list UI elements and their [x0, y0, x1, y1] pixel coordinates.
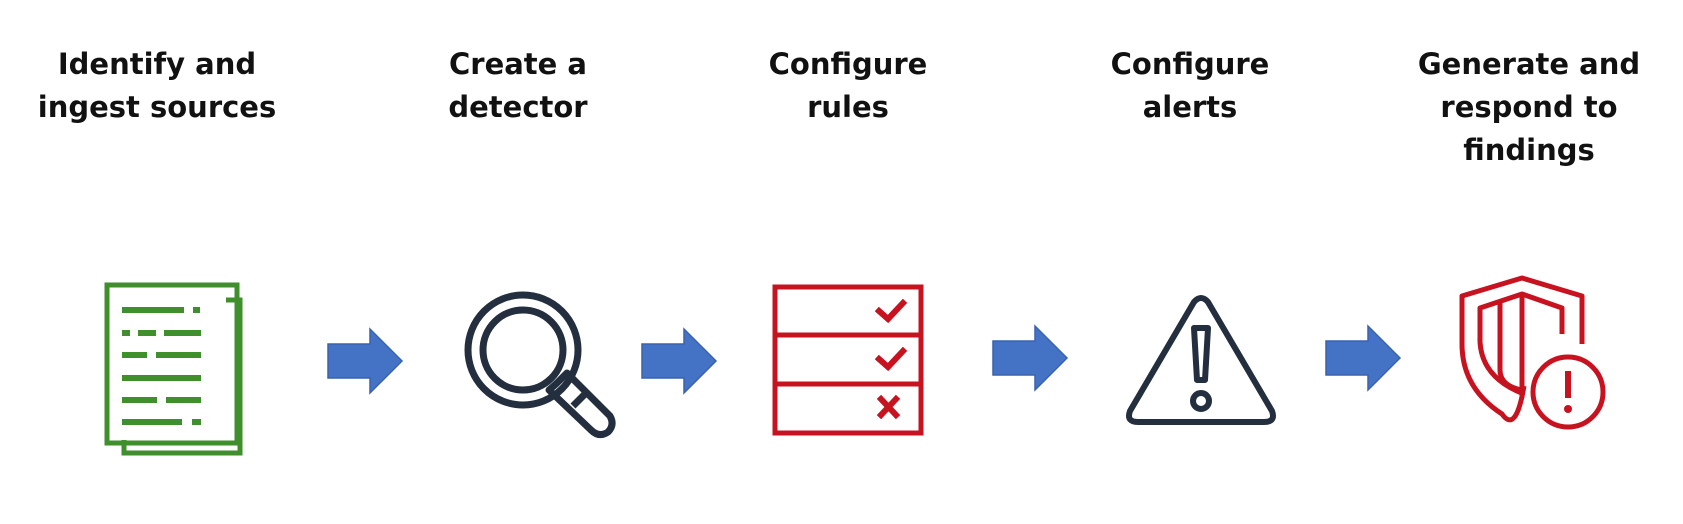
document-list-icon [104, 282, 243, 456]
arrow-right-icon [641, 327, 718, 395]
step-label-generate-findings: Generate and respond to findings [1417, 47, 1641, 167]
arrow-right-icon [327, 327, 404, 395]
arrow-right-icon [992, 324, 1069, 392]
step-label-create-detector: Create a detector [448, 47, 588, 124]
shield-alert-icon [1459, 275, 1606, 430]
step-label-identify-sources: Identify and ingest sources [37, 47, 277, 124]
arrow-right-icon [1325, 324, 1402, 392]
check-icon [874, 346, 908, 372]
step-label-configure-rules: Configure rules [768, 47, 928, 124]
magnifying-glass-icon [464, 291, 616, 439]
step-label-configure-alerts: Configure alerts [1110, 47, 1270, 124]
check-icon [874, 298, 908, 324]
warning-triangle-icon [1126, 295, 1276, 425]
rules-checklist-icon [772, 284, 924, 436]
